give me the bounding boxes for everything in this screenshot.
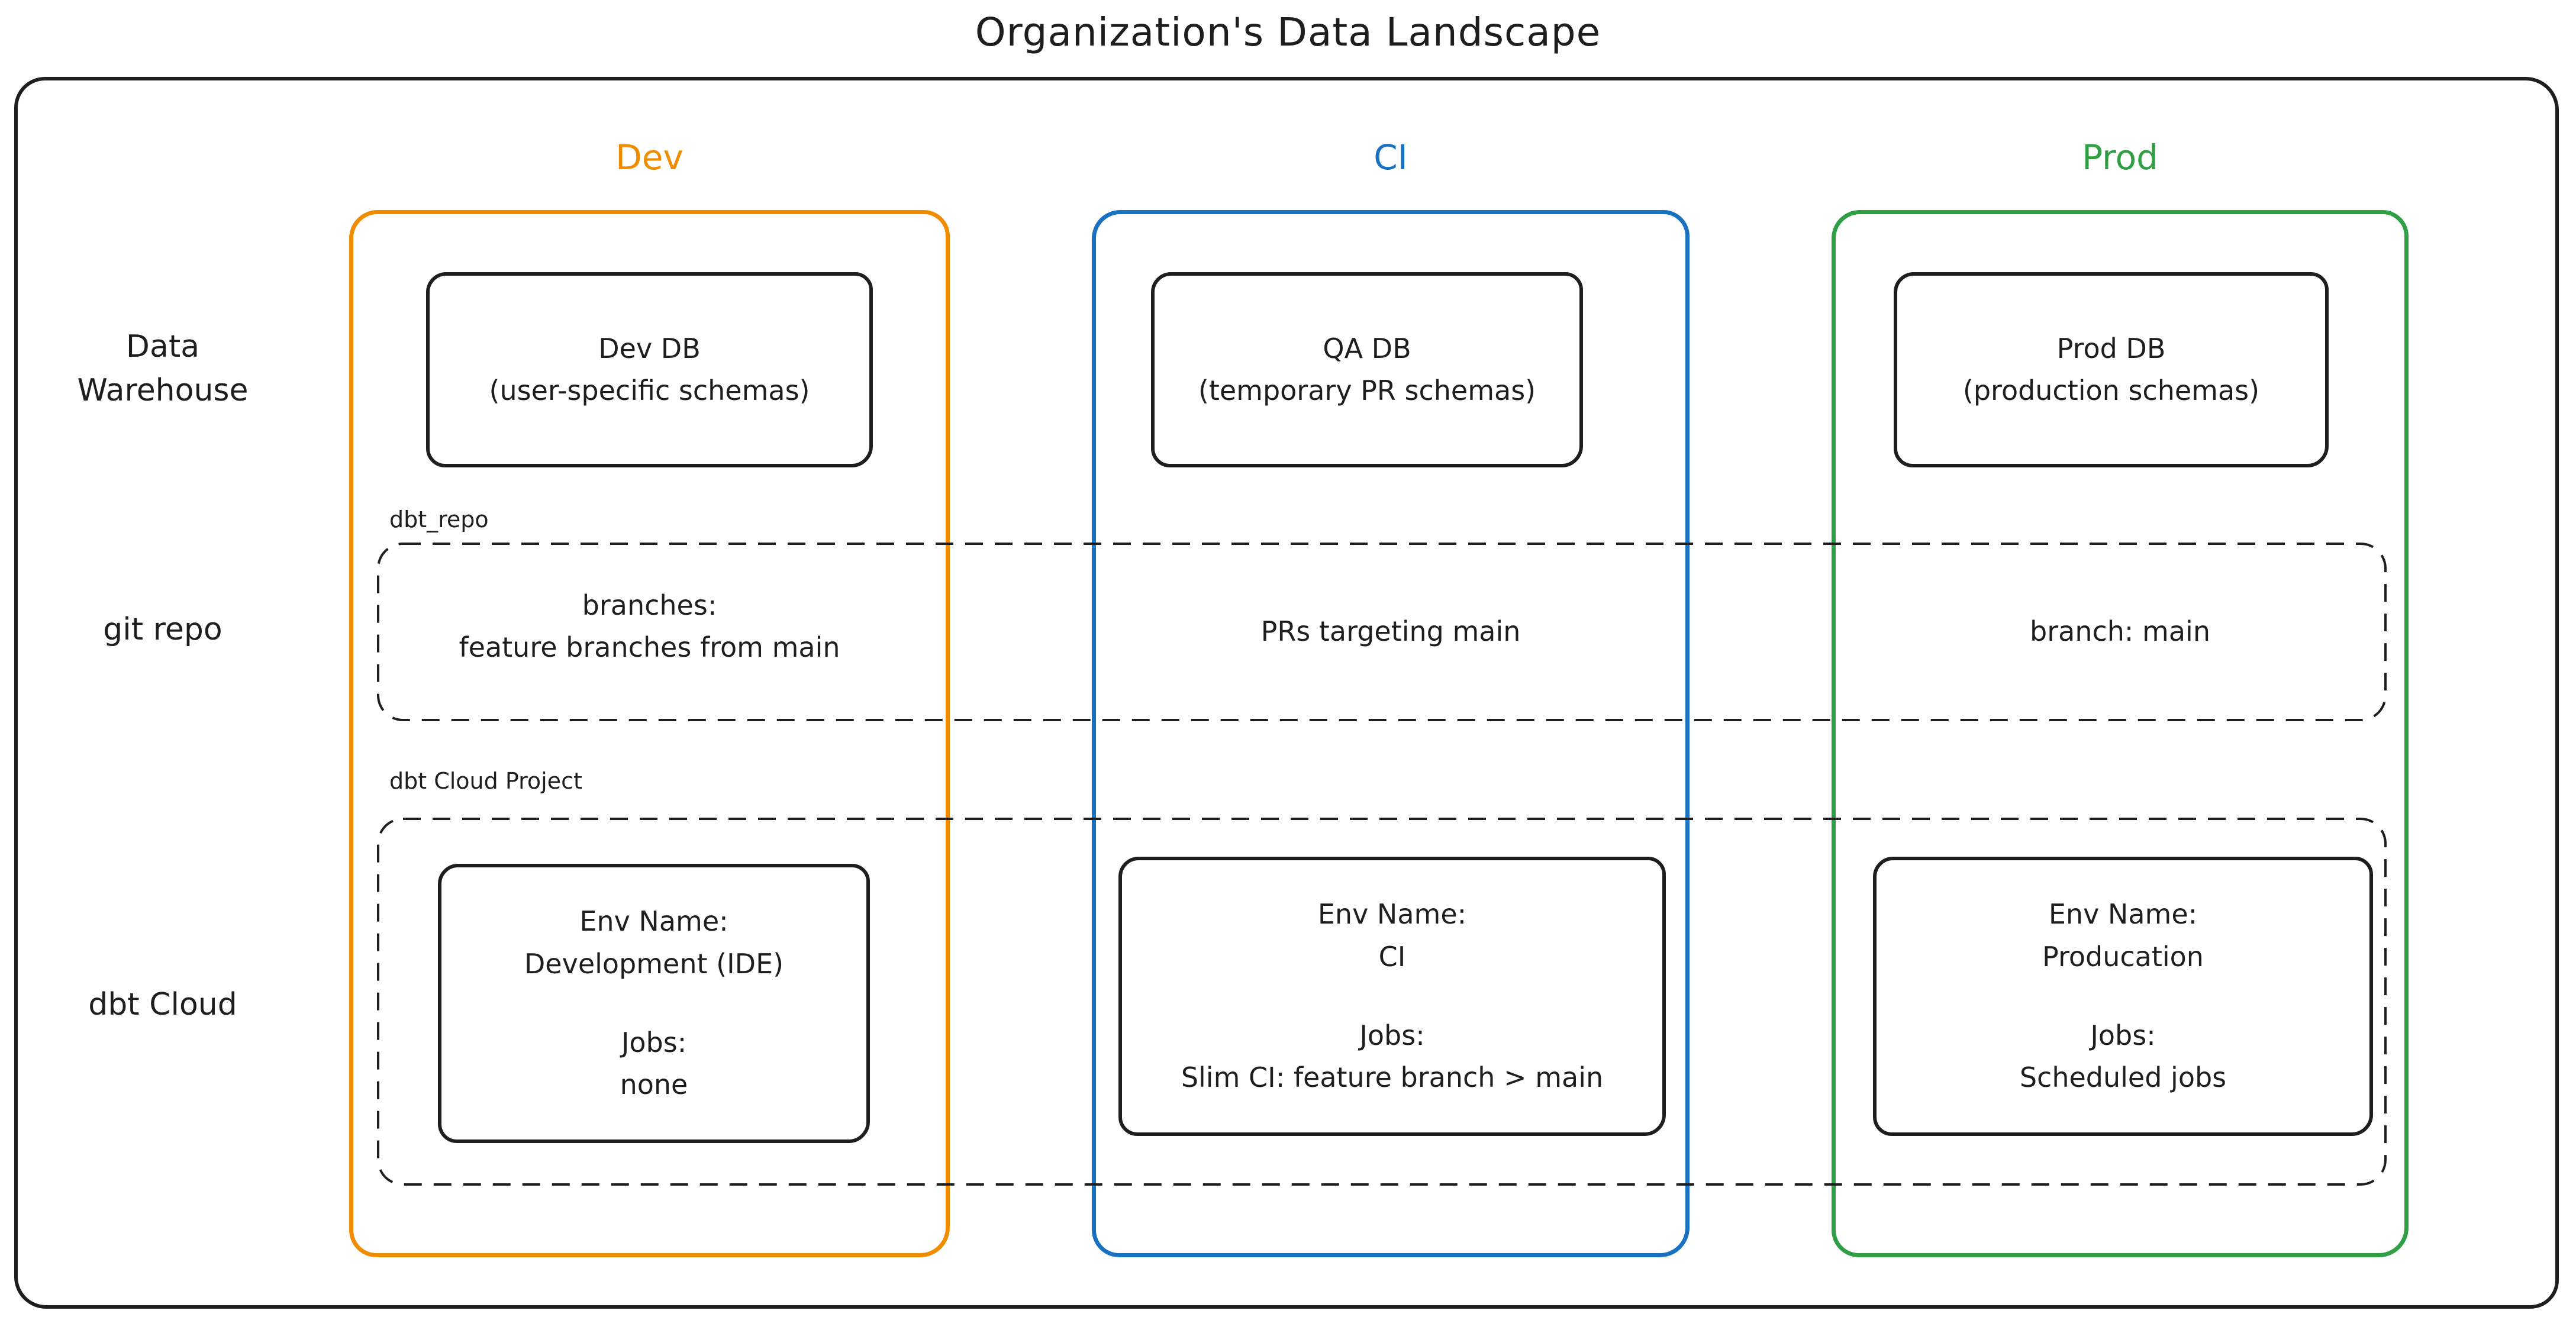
env-ci-jobs-label: Jobs: bbox=[1359, 1019, 1425, 1051]
env-ci-label: Env Name: bbox=[1317, 898, 1467, 931]
git-repo-cell-prod: branch: main bbox=[2030, 615, 2210, 647]
column-header-ci: CI bbox=[1374, 137, 1408, 177]
node-qa-db-title: QA DB bbox=[1323, 332, 1411, 364]
git-repo-cell-dev-line1: branches: bbox=[582, 589, 717, 621]
column-header-prod: Prod bbox=[2082, 137, 2158, 177]
env-prod-label: Env Name: bbox=[2048, 898, 2198, 931]
node-dev-db-subtitle: (user-specific schemas) bbox=[489, 375, 810, 406]
env-ci-jobs-value: Slim CI: feature branch > main bbox=[1181, 1061, 1604, 1094]
row-label-data-warehouse: Data Warehouse bbox=[36, 325, 290, 413]
row-label-data-warehouse-line2: Warehouse bbox=[77, 372, 249, 408]
row-label-data-warehouse-line1: Data bbox=[125, 329, 200, 364]
git-repo-cell-dev-line2: feature branches from main bbox=[459, 631, 840, 664]
diagram-title: Organization's Data Landscape bbox=[975, 9, 1601, 55]
dbt-repo-label: dbt_repo bbox=[389, 506, 489, 532]
env-dev-label: Env Name: bbox=[579, 905, 728, 938]
node-env-production: Env Name: Producation Jobs: Scheduled jo… bbox=[1873, 857, 2373, 1136]
column-frame-prod bbox=[1832, 210, 2409, 1257]
dbt-cloud-project-label: dbt Cloud Project bbox=[389, 768, 582, 794]
node-qa-db-subtitle: (temporary PR schemas) bbox=[1198, 375, 1536, 406]
env-dev-jobs-label: Jobs: bbox=[621, 1027, 687, 1058]
row-label-git-repo: git repo bbox=[103, 612, 223, 647]
env-prod-value: Producation bbox=[2042, 940, 2204, 973]
env-dev-value: Development (IDE) bbox=[524, 947, 784, 980]
node-dev-db-title: Dev DB bbox=[598, 332, 701, 364]
column-frame-ci bbox=[1092, 210, 1690, 1257]
column-frame-dev bbox=[349, 210, 950, 1257]
node-prod-db: Prod DB (production schemas) bbox=[1894, 272, 2329, 467]
node-env-ci: Env Name: CI Jobs: Slim CI: feature bran… bbox=[1118, 857, 1666, 1136]
env-prod-jobs-label: Jobs: bbox=[2090, 1019, 2156, 1051]
git-repo-cell-ci: PRs targeting main bbox=[1260, 615, 1521, 647]
node-env-development: Env Name: Development (IDE) Jobs: none bbox=[438, 864, 870, 1143]
env-prod-jobs-value: Scheduled jobs bbox=[2019, 1061, 2227, 1094]
node-dev-db: Dev DB (user-specific schemas) bbox=[426, 272, 873, 467]
row-label-dbt-cloud: dbt Cloud bbox=[88, 987, 237, 1022]
column-header-dev: Dev bbox=[615, 137, 684, 177]
node-prod-db-subtitle: (production schemas) bbox=[1962, 375, 2260, 406]
git-repo-cell-dev: branches: feature branches from main bbox=[349, 585, 950, 669]
env-dev-jobs-value: none bbox=[620, 1069, 688, 1101]
node-prod-db-title: Prod DB bbox=[2056, 332, 2166, 364]
env-ci-value: CI bbox=[1378, 940, 1406, 973]
outer-frame bbox=[14, 77, 2559, 1309]
node-qa-db: QA DB (temporary PR schemas) bbox=[1151, 272, 1583, 467]
